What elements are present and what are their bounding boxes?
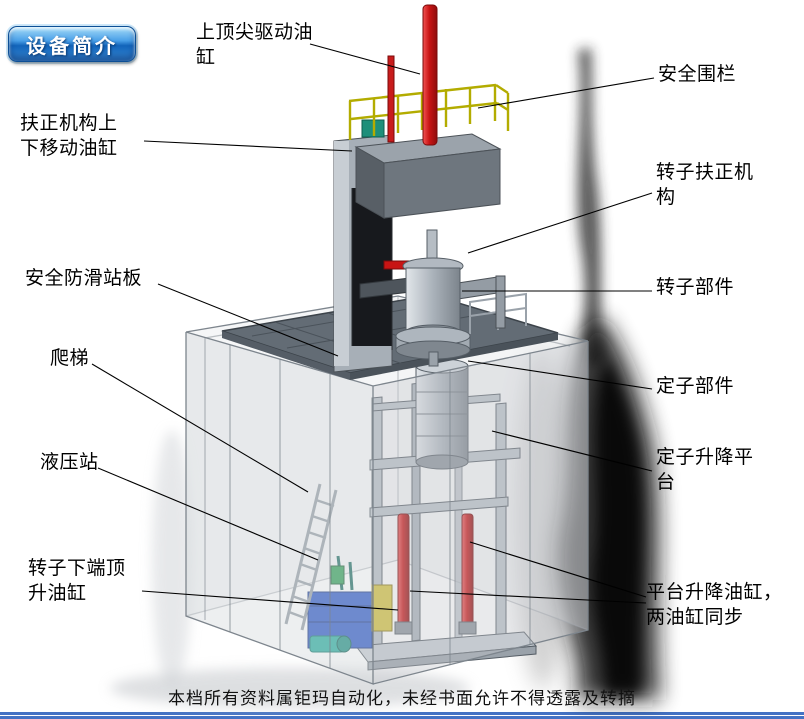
leader-rotor-bottom-jack	[141, 590, 399, 611]
leader-rotor-straightener	[467, 192, 653, 254]
bottom-rule	[0, 712, 804, 715]
leader-stator-lift-platform	[491, 430, 653, 472]
leader-anti-slip-deck	[157, 283, 339, 357]
leader-platform-cylinders-2	[409, 590, 647, 604]
head-assembly	[354, 119, 502, 219]
pit-box	[185, 295, 589, 685]
leader-platform-cylinders-1	[469, 541, 647, 598]
leader-lines	[91, 43, 655, 611]
label-rotor-straightener: 转子扶正机 构	[656, 162, 754, 209]
leader-safety-fence	[477, 77, 655, 109]
rotor-assembly	[359, 229, 506, 367]
label-stator-part: 定子部件	[656, 376, 735, 397]
leader-hydraulic-station	[97, 467, 319, 561]
label-top-drive-cylinder: 上顶尖驱动油 缸	[196, 22, 314, 69]
leader-stator-part	[467, 360, 653, 390]
smoke-shadow	[515, 48, 660, 700]
label-hydraulic-station: 液压站	[40, 452, 99, 473]
label-platform-lift-cylinders: 平台升降油缸， 两油缸同步	[646, 582, 783, 629]
hydraulic-station-unit	[307, 555, 393, 653]
label-ladder: 爬梯	[50, 348, 90, 369]
leader-straightener-lift-cylinder	[143, 140, 353, 152]
label-straightener-lift-cylinder: 扶正机构上 下移动油缸	[20, 113, 118, 160]
label-rotor-part: 转子部件	[656, 277, 735, 298]
label-rotor-bottom-jack: 转子下端顶 升油缸	[28, 558, 126, 605]
label-safety-fence: 安全围栏	[658, 64, 737, 85]
title-badge: 设备简介	[8, 26, 136, 62]
stator-part-cylinder	[415, 358, 469, 470]
label-anti-slip-deck: 安全防滑站板	[25, 268, 143, 289]
main-column	[333, 134, 393, 373]
rotor-body	[405, 267, 461, 333]
bottom-bar	[0, 716, 804, 719]
top-drive-cylinder-red	[387, 4, 438, 146]
leader-top-drive-cylinder	[309, 43, 421, 75]
title-badge-text: 设备简介	[26, 35, 118, 58]
leader-ladder	[91, 363, 309, 493]
label-stator-lift-platform: 定子升降平 台	[656, 447, 754, 494]
footer-note: 本档所有资料属钜玛自动化，未经书面允许不得透露及转摘	[168, 689, 636, 708]
